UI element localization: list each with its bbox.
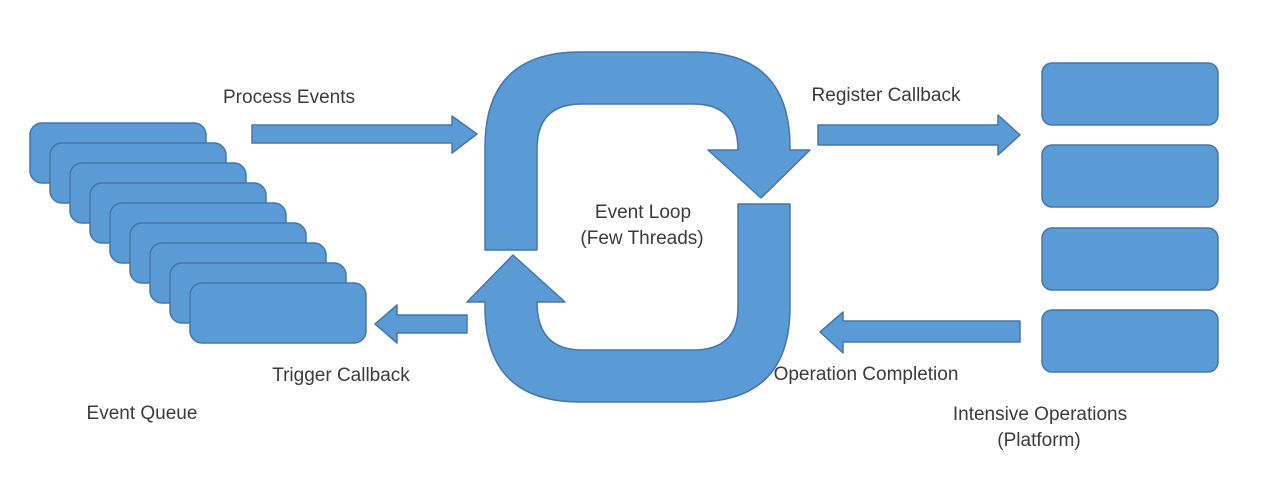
process-events-label: Process Events [223,87,355,108]
trigger-callback-label: Trigger Callback [272,365,410,386]
operation-completion-label: Operation Completion [774,364,959,385]
intensive-operations-label-line2: (Platform) [997,430,1080,451]
event-queue-stack [29,122,367,344]
operation-box [1041,227,1219,291]
operation-box [1041,309,1219,373]
process-events-arrow [251,115,478,154]
event-queue-card [189,282,367,344]
event-loop-label-line2: (Few Threads) [580,228,703,249]
trigger-callback-arrow [374,304,468,344]
event-loop-arc-bottom-arrow [466,203,791,403]
operation-box [1041,144,1219,208]
register-callback-arrow [817,114,1021,156]
intensive-operations-label-line1: Intensive Operations [953,404,1127,425]
event-queue-label: Event Queue [87,403,198,424]
operation-box [1041,62,1219,126]
operation-completion-arrow [819,311,1021,354]
event-loop-label-line1: Event Loop [595,202,691,223]
event-loop-arc-top-arrow [484,51,811,251]
intensive-operations-stack [1041,62,1219,373]
register-callback-label: Register Callback [812,85,961,106]
